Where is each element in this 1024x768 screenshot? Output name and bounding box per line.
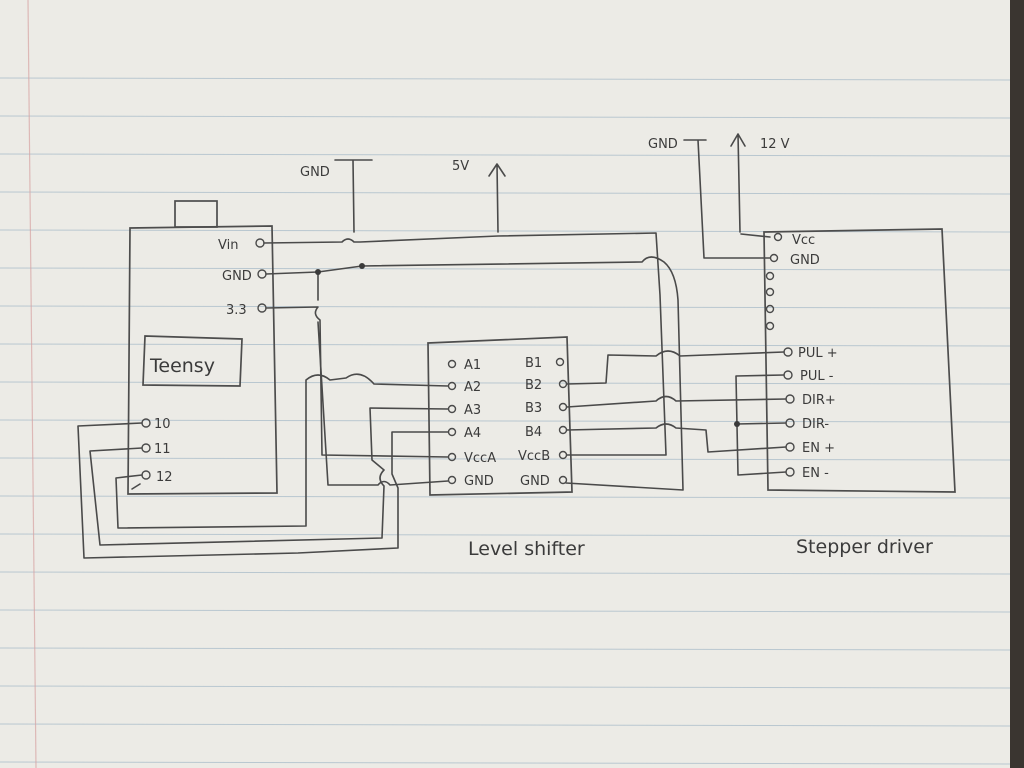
junction-gnd-rail — [315, 269, 321, 275]
gnd-top-label: GND — [300, 165, 330, 180]
level-shifter-outline — [427, 336, 573, 496]
teensy-pin12-label: 12 — [156, 470, 173, 485]
margin-line — [27, 0, 37, 768]
ls-b1: B1 — [525, 356, 542, 371]
teensy-label: Teensy — [149, 355, 215, 377]
level-shifter-title: Level shifter — [468, 538, 585, 560]
sd-en-minus: EN - — [802, 466, 829, 481]
ls-a4: A4 — [464, 426, 481, 441]
stepper-driver-title: Stepper driver — [796, 536, 933, 558]
ls-gnd-b: GND — [520, 474, 550, 489]
sd-gnd: GND — [790, 253, 820, 268]
teensy-vin-label: Vin — [218, 238, 238, 253]
junction-gnd-top — [359, 263, 365, 269]
ls-a2: A2 — [464, 380, 481, 395]
stepper-driver-outline — [763, 228, 956, 493]
sd-pul-minus: PUL - — [800, 369, 834, 384]
teensy-pin11-label: 11 — [154, 442, 171, 457]
teensy-gnd-label: GND — [222, 269, 252, 284]
ls-a3: A3 — [464, 403, 481, 418]
sd-dir-minus: DIR- — [802, 417, 829, 432]
sd-vcc: Vcc — [792, 233, 815, 248]
sd-pul-plus: PUL + — [798, 346, 838, 361]
ls-gnd-a: GND — [464, 474, 494, 489]
power-symbols: GND 5V GND 12 V — [300, 133, 790, 259]
gnd-right-label: GND — [648, 137, 678, 152]
sd-nc-pin-4 — [765, 321, 775, 331]
12v-label: 12 V — [760, 137, 790, 152]
wires — [77, 232, 787, 559]
ls-b4: B4 — [525, 425, 542, 440]
ls-vccb: VccB — [518, 449, 550, 464]
ls-b2: B2 — [525, 378, 542, 393]
sd-nc-pin-2 — [765, 287, 775, 297]
5v-label: 5V — [452, 159, 469, 174]
teensy-pin10-label: 10 — [154, 417, 171, 432]
ls-a1: A1 — [464, 358, 481, 373]
sd-nc-pin-1 — [765, 271, 775, 281]
ls-b3: B3 — [525, 401, 542, 416]
teensy-label-box — [142, 335, 243, 387]
sd-dir-plus: DIR+ — [802, 393, 836, 408]
ls-vcca: VccA — [464, 451, 496, 466]
sd-nc-pin-3 — [765, 304, 775, 314]
level-shifter: Level shifter A1 A2 A3 A4 VccA GND B1 B2… — [427, 336, 585, 560]
teensy-outline — [127, 225, 278, 495]
sd-en-plus: EN + — [802, 441, 835, 456]
teensy-board: Teensy Vin GND 3.3 10 11 12 — [127, 200, 278, 495]
ruled-lines — [0, 77, 1011, 765]
paper-edge-shadow — [1010, 0, 1024, 768]
teensy-3v3-label: 3.3 — [226, 303, 247, 318]
junction-minus-bus — [734, 421, 740, 427]
